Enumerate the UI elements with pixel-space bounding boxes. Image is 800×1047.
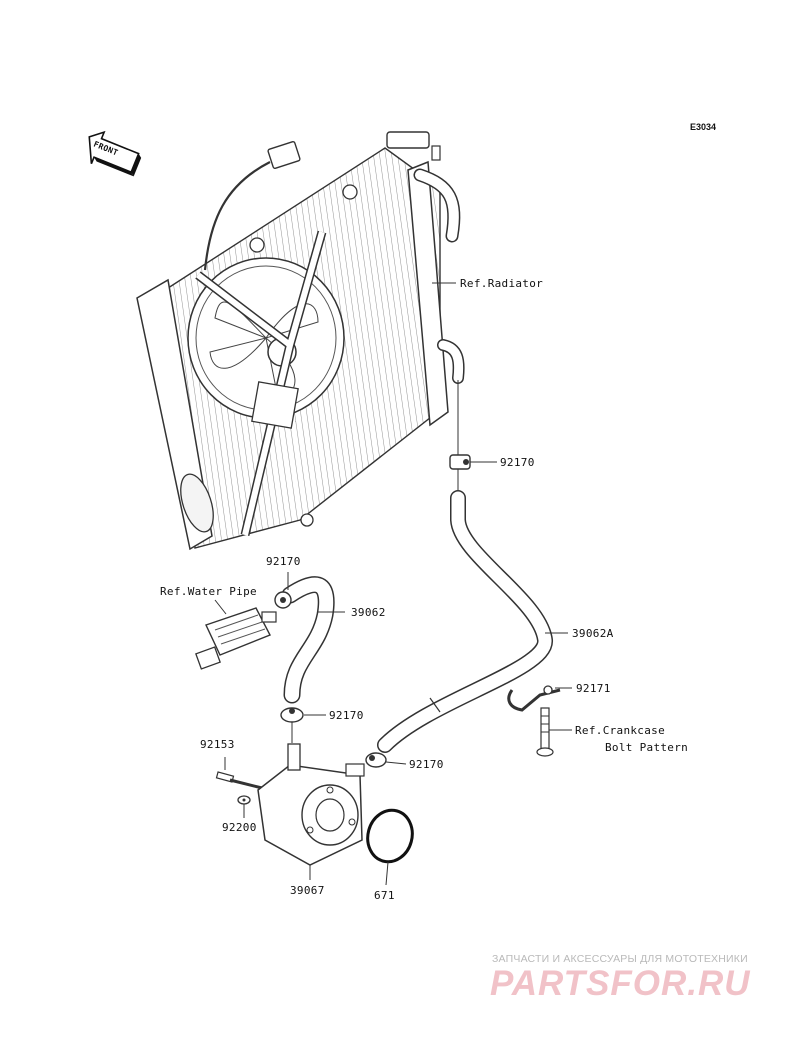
clamp-92170-upper-left: [274, 591, 292, 609]
crankcase-bolt: [536, 707, 554, 757]
clamp-92170-mid: [280, 707, 304, 723]
watermark-brand: PARTSFOR.RU: [490, 964, 751, 1003]
fan-wire: [203, 161, 271, 271]
label-39062a: 39062A: [572, 627, 614, 640]
label-bolt-pattern: Bolt Pattern: [605, 741, 689, 754]
clamp-92170-upper-right: [449, 454, 471, 470]
water-pipe-fitting: [195, 607, 277, 670]
diagram-code: E3034: [690, 122, 717, 132]
bolt-92153: [215, 771, 263, 790]
label-92153: 92153: [200, 738, 235, 751]
label-92171: 92171: [576, 682, 611, 695]
fan-connector: [267, 140, 301, 170]
label-ref-radiator: Ref.Radiator: [460, 277, 544, 290]
radiator-right-tank: [407, 160, 449, 427]
label-39062: 39062: [351, 606, 386, 619]
label-92170-mid: 92170: [329, 709, 364, 722]
clamp-92170-lower-right: [365, 752, 387, 768]
label-39067: 39067: [290, 884, 325, 897]
bracket-92171: [507, 685, 561, 712]
label-92170-upper-right: 92170: [500, 456, 535, 469]
radiator-grommet: [180, 473, 214, 533]
radiator-cap: [386, 131, 430, 149]
washer-92200: [237, 795, 251, 805]
label-92170-upper-left: 92170: [266, 555, 301, 568]
o-ring-671: [366, 808, 414, 864]
label-92200: 92200: [222, 821, 257, 834]
hose-39062a: [377, 490, 553, 753]
label-ref-water-pipe: Ref.Water Pipe: [160, 585, 257, 598]
cooling-fan: [187, 140, 345, 537]
label-ref-crankcase: Ref.Crankcase: [575, 724, 665, 737]
label-671: 671: [374, 889, 395, 902]
watermark-tagline: ЗАПЧАСТИ И АКСЕССУАРЫ ДЛЯ МОТОТЕХНИКИ: [492, 953, 748, 965]
label-92170-lower-right: 92170: [409, 758, 444, 771]
oil-cooler-39067: [257, 743, 365, 866]
hose-39062: [281, 576, 335, 704]
front-arrow-icon: [88, 130, 142, 177]
